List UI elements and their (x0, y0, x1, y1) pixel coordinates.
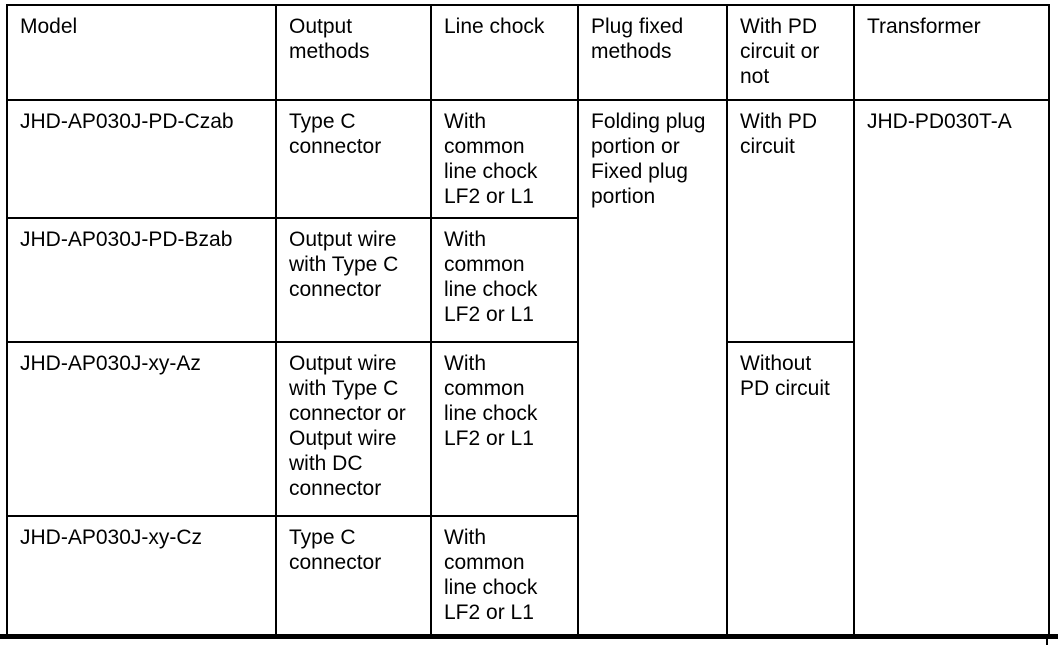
cell-with-pd-circuit: With PD circuit (726, 99, 855, 343)
col-header-output-methods: Output methods (275, 4, 432, 101)
cell-output-methods: Type C connector (275, 515, 432, 637)
cell-model: JHD-AP030J-xy-Cz (6, 515, 277, 637)
cell-without-pd-circuit: Without PD circuit (726, 341, 855, 637)
table-row: JHD-AP030J-PD-Bzab Output wire with Type… (6, 217, 1049, 343)
model-spec-table: Model Output methods Line chock Plug fix… (6, 4, 1050, 637)
page-bottom-rule (0, 634, 1058, 639)
cell-model: JHD-AP030J-xy-Az (6, 341, 277, 517)
col-header-transformer: Transformer (853, 4, 1050, 101)
col-header-line-chock: Line chock (430, 4, 579, 101)
cell-line-chock: With common line chock LF2 or L1 (430, 217, 579, 343)
col-header-pd-circuit-or-not: With PD circuit or not (726, 4, 855, 101)
table-row: JHD-AP030J-xy-Cz Type C connector With c… (6, 515, 1049, 637)
cell-output-methods: Output wire with Type C connector (275, 217, 432, 343)
table-row: JHD-AP030J-PD-Czab Type C connector With… (6, 99, 1050, 637)
cell-output-methods: Type C connector (275, 99, 432, 219)
cell-plug-fixed-methods: Folding plug portion or Fixed plug porti… (577, 99, 728, 637)
cell-model: JHD-AP030J-PD-Bzab (6, 217, 277, 343)
header-row: Model Output methods Line chock Plug fix… (6, 4, 1050, 101)
col-header-plug-fixed-methods: Plug fixed methods (577, 4, 728, 101)
cell-line-chock: With common line chock LF2 or L1 (430, 99, 579, 219)
cell-transformer: JHD-PD030T-A (853, 99, 1050, 637)
col-header-model: Model (6, 4, 277, 101)
cell-line-chock: With common line chock LF2 or L1 (430, 341, 579, 517)
cell-line-chock: With common line chock LF2 or L1 (430, 515, 579, 637)
table-right-border-stub (1046, 639, 1048, 645)
cell-output-methods: Output wire with Type C connector or Out… (275, 341, 432, 517)
cell-model: JHD-AP030J-PD-Czab (6, 99, 277, 219)
